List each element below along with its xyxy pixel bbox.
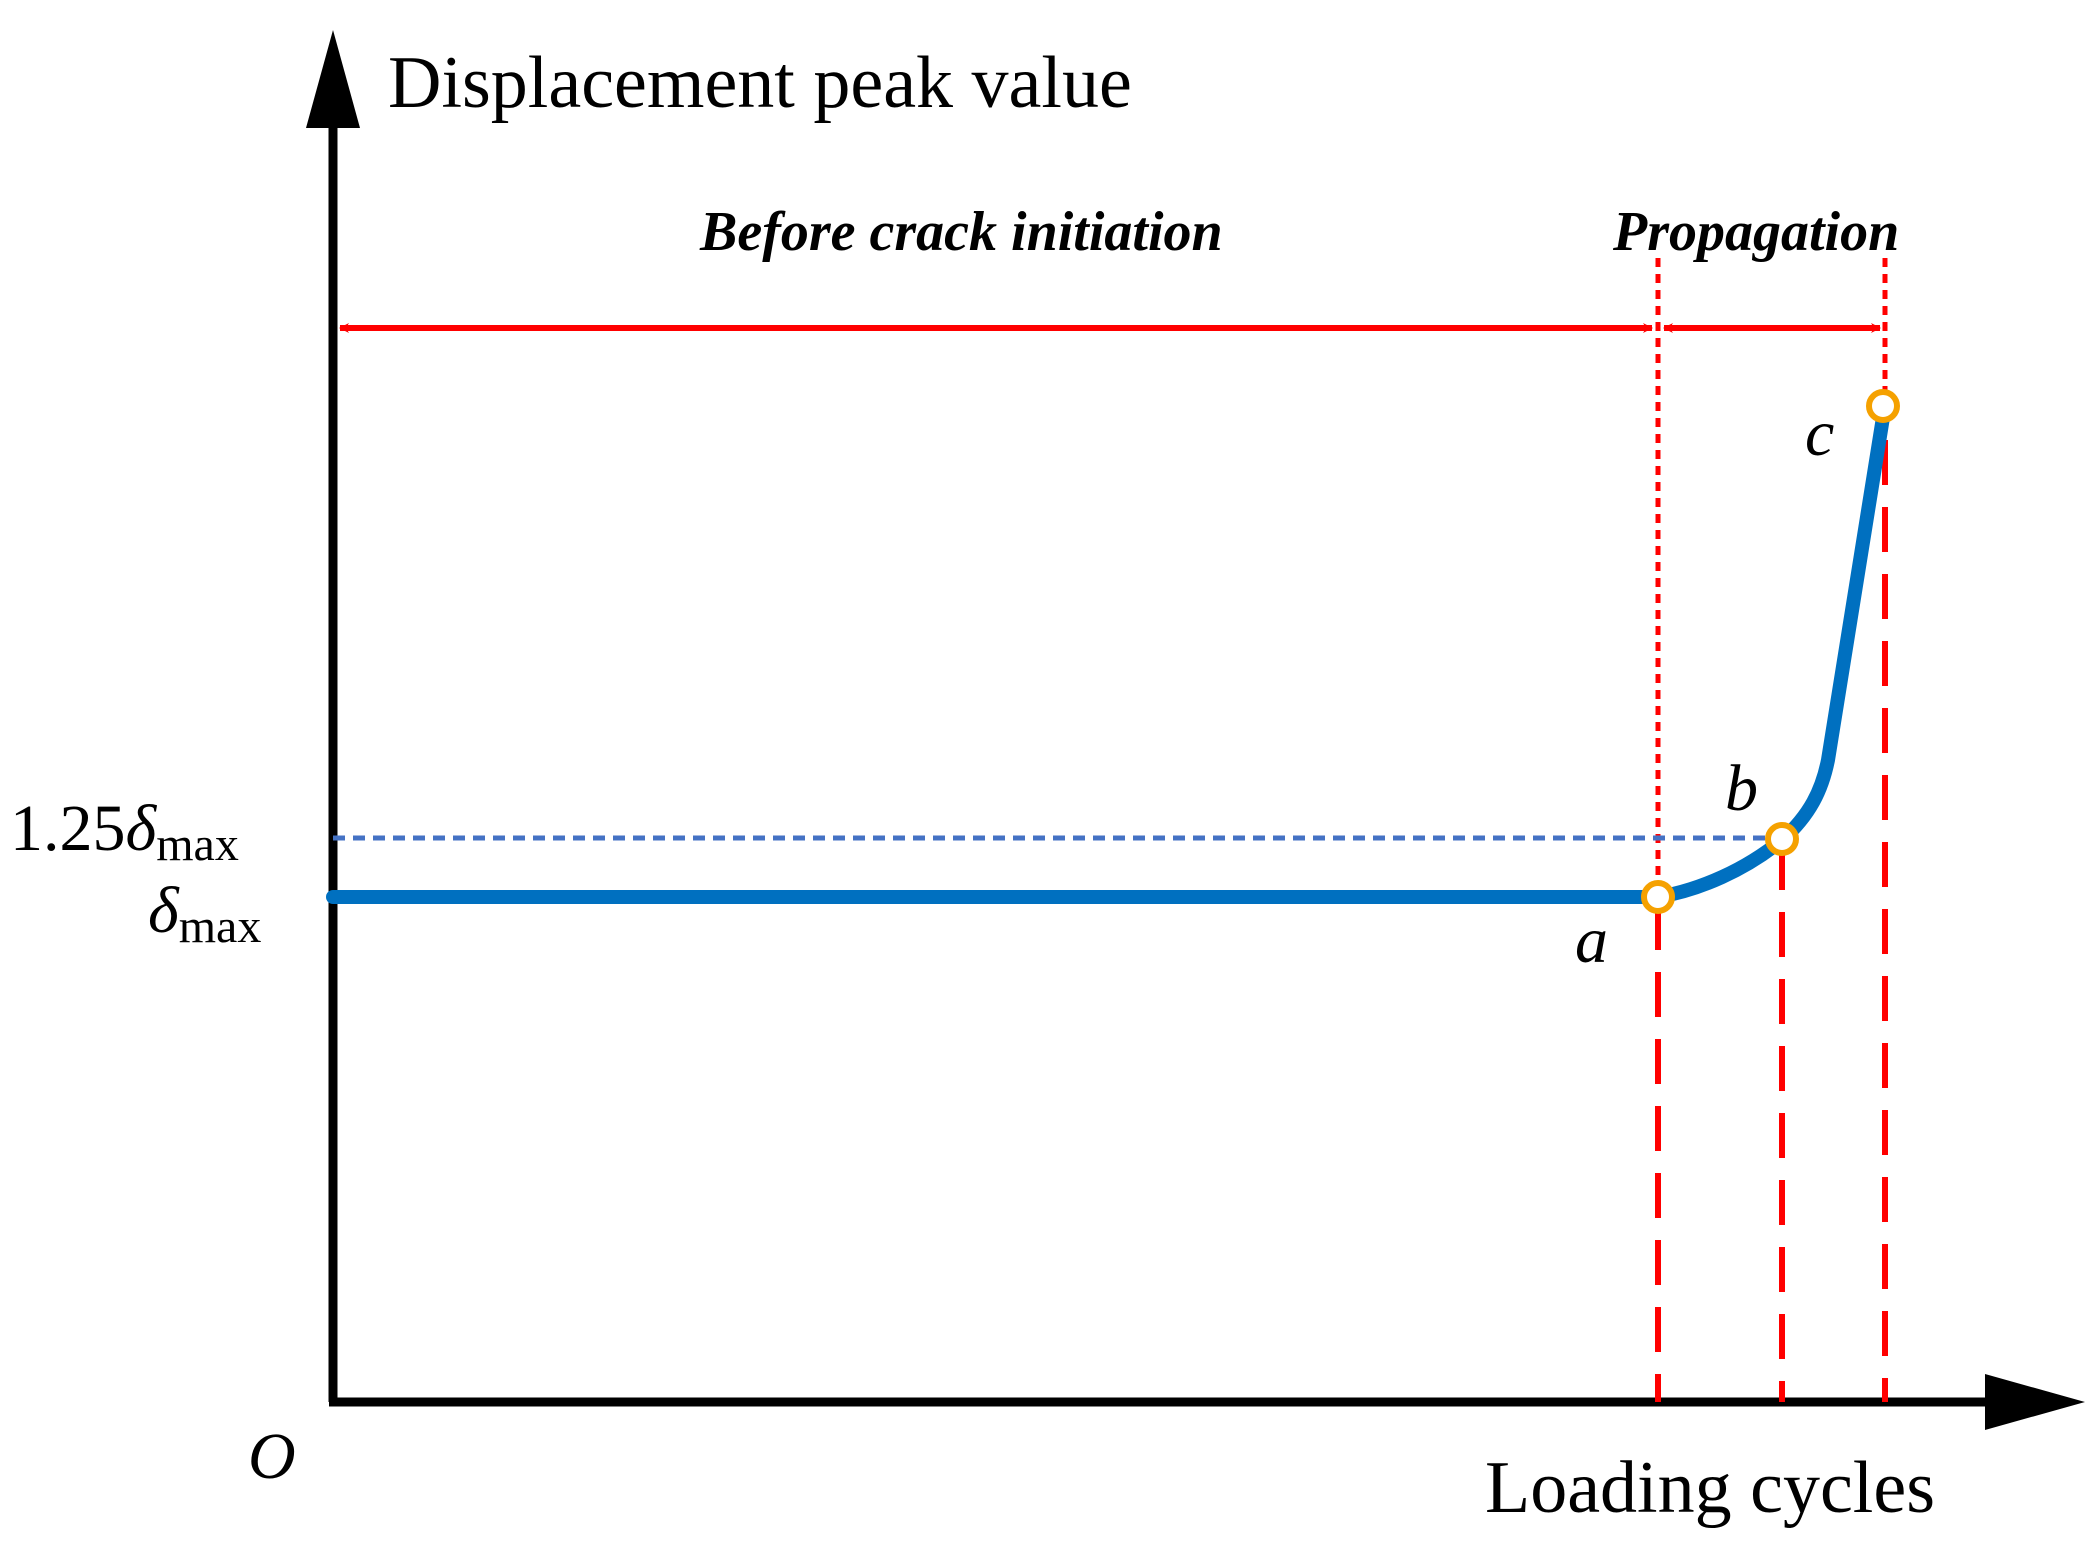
phase-label-before-crack: Before crack initiation [699,201,1223,263]
x-axis-arrowhead [1985,1374,2085,1430]
displacement-curve [326,398,1892,904]
point-a-label: a [1575,904,1608,977]
point-b-marker [1765,822,1799,856]
point-b-label: b [1725,752,1758,825]
x-axis-title: Loading cycles [1485,1447,1935,1529]
point-c-marker [1866,389,1900,423]
origin-label: O [248,1420,296,1493]
point-c-label: c [1805,397,1834,470]
y-axis-arrowhead [306,30,360,128]
y-tick-label-delta-max: δmax [148,874,261,953]
y-axis-title: Displacement peak value [388,42,1132,124]
y-tick-label-1-25-delta-max: 1.25δmax [10,792,239,871]
phase-label-propagation: Propagation [1612,201,1899,263]
point-a-marker [1641,880,1675,914]
